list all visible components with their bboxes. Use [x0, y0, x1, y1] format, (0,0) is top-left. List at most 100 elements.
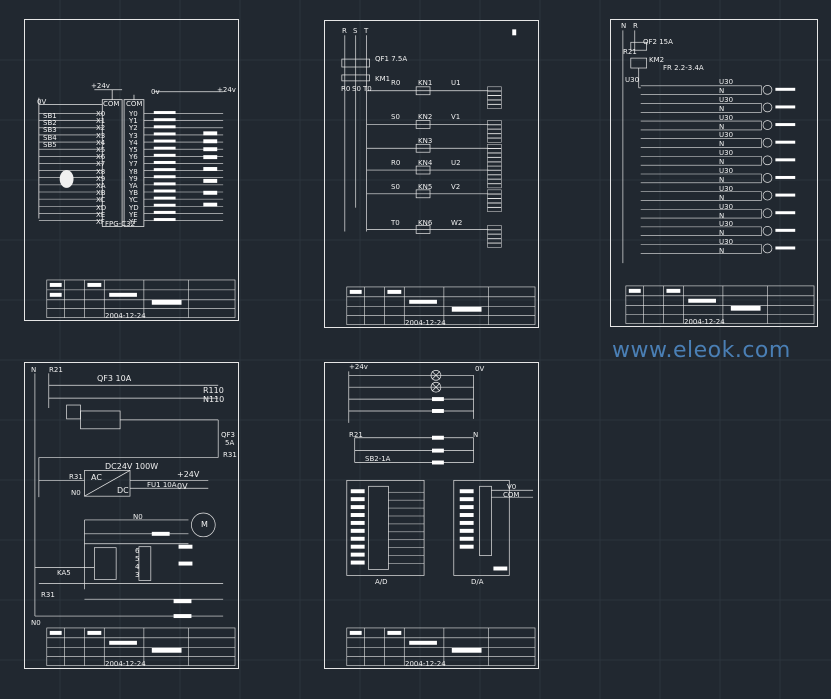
phase-s: S	[353, 27, 358, 35]
motor-row-2: U30	[719, 95, 734, 104]
phase-r: R	[342, 27, 347, 35]
motor-row-5: N	[719, 122, 725, 131]
phase-row-0: R0	[391, 79, 401, 87]
plc-input-x2: X2	[96, 124, 106, 133]
plc-schematic	[38, 89, 236, 318]
n110-label: N110	[203, 395, 225, 404]
plc-input-x0: X0	[96, 110, 106, 118]
supply-zero-label: 0v	[151, 88, 160, 96]
plc-output-y5: Y5	[129, 146, 138, 154]
plc-input-code-3: SB4	[43, 133, 57, 142]
n0b-label: N0	[31, 619, 41, 627]
plc-model-label: FPG-C32	[105, 220, 135, 228]
relay-kn2: KN2	[418, 113, 433, 121]
n0-top-label: N0	[133, 513, 143, 521]
plc-input-x5: X5	[96, 146, 106, 154]
phase-n-label: N	[31, 366, 37, 374]
relay-kn6: KN6	[418, 219, 433, 227]
motor-row-13: N	[719, 193, 725, 202]
plc-output-yc: YC	[129, 196, 138, 205]
qf3-rating-label: 5A	[225, 439, 235, 447]
title-date: 2004-12-24	[405, 319, 446, 327]
plc-input-xc: XC	[96, 196, 106, 205]
sheet-power-supply[interactable]: N R21 QF3 10A R110 N110 QF3 5A R31 DC24V…	[24, 362, 239, 669]
plc-output-y1: Y1	[129, 117, 138, 126]
plc-input-xd: XD	[96, 203, 107, 212]
plus24-label: +24v	[349, 363, 368, 371]
motor-row-1: N	[719, 86, 725, 95]
relay-schematic	[341, 29, 536, 325]
motor-row-9: N	[719, 158, 725, 167]
plc-output-y3: Y3	[129, 131, 138, 140]
contactor-label: KM2	[649, 56, 665, 64]
bus-label: U30	[625, 76, 640, 84]
plc-input-x8: X8	[96, 167, 106, 176]
r31-label: R31	[223, 451, 237, 459]
breaker-label: QF1 7.5A	[375, 55, 408, 63]
plc-input-x7: X7	[96, 160, 106, 169]
motor-row-18: U30	[719, 238, 734, 247]
da-label: D/A	[471, 578, 484, 586]
bus-r0: R0	[341, 85, 351, 93]
bus-s0: S0	[352, 85, 361, 93]
plc-input-code-0: SB1	[43, 112, 57, 120]
r110-label: R110	[203, 386, 224, 395]
phase-row-3: S0	[391, 183, 400, 191]
supply-plus-label: +24v	[91, 82, 110, 90]
phase-t: T	[364, 27, 369, 35]
ka-label: KA5	[57, 569, 71, 577]
terminal-4: 4	[135, 563, 140, 571]
plc-output-y7: Y7	[129, 160, 138, 169]
supply-plus-right-label: +24v	[217, 86, 236, 94]
plc-output-y2: Y2	[129, 124, 138, 133]
hand-cursor-icon	[59, 170, 74, 188]
fr-label: FR 2.2-3.4A	[663, 64, 704, 72]
plc-input-code-2: SB3	[43, 126, 57, 135]
psu-label: DC24V 100W	[105, 462, 159, 471]
plus24-label: +24V	[177, 470, 200, 479]
motor-row-8: U30	[719, 149, 734, 158]
phase-row-2: R0	[391, 159, 401, 167]
com-right-label: COM	[126, 100, 143, 108]
phase-r21-label: R21	[49, 366, 63, 374]
terminal-6: 6	[135, 547, 140, 555]
plc-output-y9: Y9	[129, 174, 138, 183]
motor-row-0: U30	[719, 78, 734, 86]
plc-input-xa: XA	[96, 182, 106, 190]
plc-input-xb: XB	[96, 189, 106, 198]
plc-output-yf: YF	[129, 218, 138, 226]
motor-row-4: U30	[719, 113, 734, 122]
breaker-label: QF3 10A	[97, 374, 132, 383]
psu-ac-label: AC	[91, 473, 102, 482]
plc-output-y4: Y4	[129, 138, 138, 147]
breaker-label: QF2 15A	[643, 38, 673, 46]
plc-output-ya: YA	[129, 182, 138, 190]
output-v2: V2	[451, 183, 461, 191]
title-date: 2004-12-24	[105, 312, 146, 320]
motor-row-12: U30	[719, 184, 734, 193]
psu-n0-label: N0	[71, 489, 81, 497]
plc-input-x9: X9	[96, 174, 106, 183]
pump-schematic	[622, 30, 815, 324]
plc-input-x3: X3	[96, 131, 106, 140]
plc-input-x1: X1	[96, 117, 106, 126]
output-w2: W2	[451, 219, 463, 227]
relay-kn1: KN1	[418, 79, 433, 87]
plc-output-y6: Y6	[129, 153, 138, 162]
plc-input-x6: X6	[96, 153, 106, 162]
phase-row-4: T0	[391, 219, 400, 227]
plc-output-yd: YD	[129, 203, 139, 212]
terminal-3: 3	[135, 571, 140, 579]
r21-label: R21	[623, 48, 637, 56]
sheet-signals[interactable]: +24v 0V R21 N SB2-1A A/D D/A V0 COM 2004…	[324, 362, 539, 669]
motor-label: M	[201, 520, 208, 529]
output-v1: V1	[451, 113, 461, 121]
title-date: 2004-12-24	[684, 318, 725, 326]
plc-input-code-1: SB2	[43, 119, 57, 128]
phase-n-label: N	[621, 22, 627, 30]
motor-row-15: N	[719, 211, 725, 220]
relay-kn3: KN3	[418, 137, 433, 145]
